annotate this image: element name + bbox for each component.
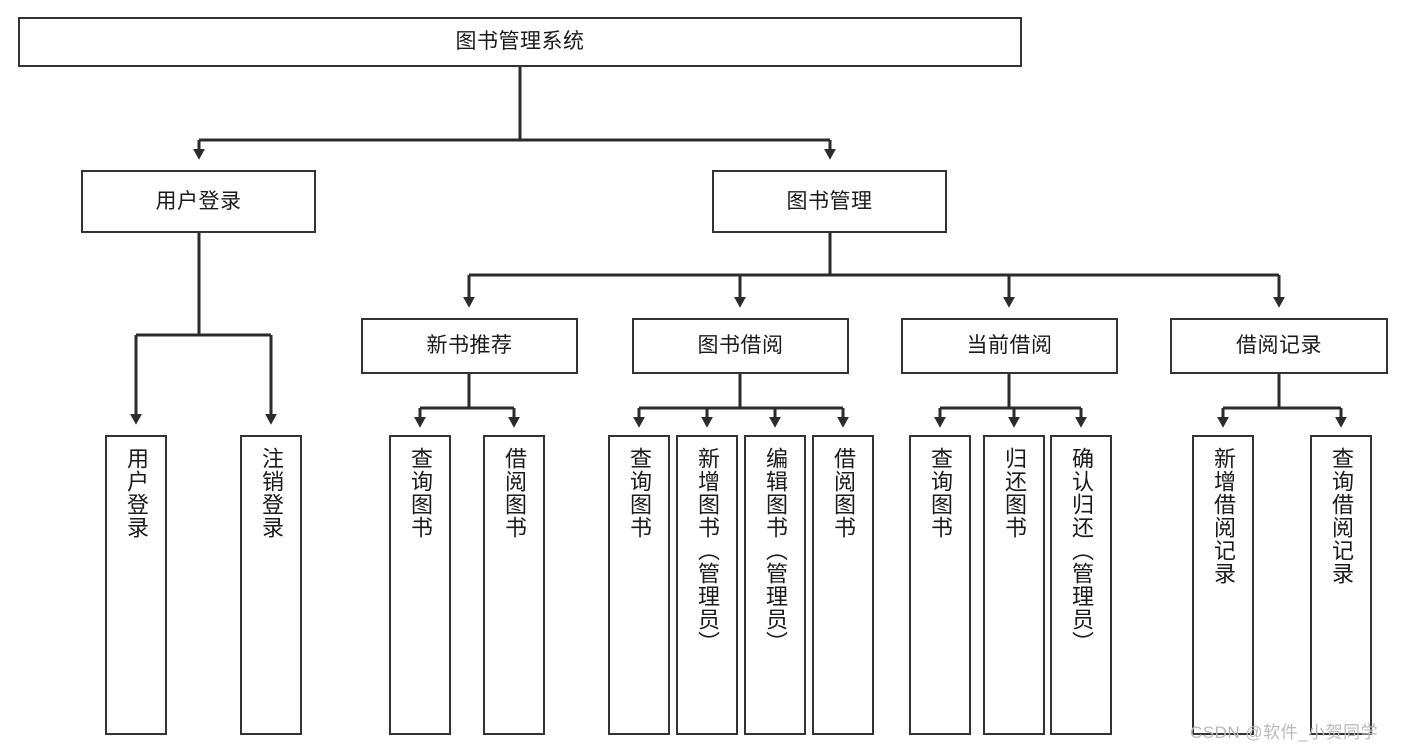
node-root[interactable]: 图书管理系统 (18, 17, 1022, 67)
node-leaf-return-book-label: 归还图书 (1001, 447, 1027, 539)
node-leaf-borrow-book[interactable]: 借阅图书 (812, 435, 874, 735)
node-book-management-label: 图书管理 (786, 189, 873, 213)
node-leaf-borrow-book-recommend[interactable]: 借阅图书 (483, 435, 545, 735)
node-leaf-edit-book[interactable]: 编辑图书（管理员） (744, 435, 806, 735)
node-leaf-user-login[interactable]: 用户登录 (105, 435, 167, 735)
node-leaf-logout-login[interactable]: 注销登录 (240, 435, 302, 735)
node-leaf-add-borrow-record[interactable]: 新增借阅记录 (1192, 435, 1254, 735)
node-new-book-recommend-label: 新书推荐 (426, 334, 513, 358)
node-leaf-query-book-recommend-label: 查询图书 (407, 447, 433, 539)
node-leaf-confirm-return[interactable]: 确认归还（管理员） (1050, 435, 1112, 735)
node-leaf-return-book[interactable]: 归还图书 (983, 435, 1045, 735)
node-leaf-add-book[interactable]: 新增图书（管理员） (676, 435, 738, 735)
node-leaf-logout-login-label: 注销登录 (258, 447, 284, 539)
node-book-management[interactable]: 图书管理 (712, 170, 947, 233)
node-book-borrow-label: 图书借阅 (697, 334, 784, 358)
node-leaf-query-book-borrow[interactable]: 查询图书 (608, 435, 670, 735)
node-leaf-borrow-book-label: 借阅图书 (830, 447, 856, 539)
watermark: CSDN @软件_小贺同学 (1190, 723, 1379, 742)
node-leaf-query-borrow-record[interactable]: 查询借阅记录 (1310, 435, 1372, 735)
node-leaf-query-book-recommend[interactable]: 查询图书 (389, 435, 451, 735)
node-borrow-record-label: 借阅记录 (1236, 334, 1322, 358)
node-current-borrow[interactable]: 当前借阅 (901, 318, 1118, 374)
node-user-login-label: 用户登录 (155, 189, 242, 213)
node-new-book-recommend[interactable]: 新书推荐 (361, 318, 578, 374)
node-user-login[interactable]: 用户登录 (81, 170, 316, 233)
node-root-label: 图书管理系统 (455, 30, 585, 54)
node-leaf-add-borrow-record-label: 新增借阅记录 (1210, 447, 1236, 585)
node-leaf-user-login-label: 用户登录 (123, 447, 149, 539)
node-book-borrow[interactable]: 图书借阅 (632, 318, 849, 374)
node-leaf-query-book-current-label: 查询图书 (927, 447, 953, 539)
node-leaf-edit-book-label: 编辑图书（管理员） (762, 447, 788, 654)
node-current-borrow-label: 当前借阅 (966, 334, 1053, 358)
node-leaf-query-book-borrow-label: 查询图书 (626, 447, 652, 539)
node-leaf-confirm-return-label: 确认归还（管理员） (1068, 447, 1094, 654)
node-leaf-query-borrow-record-label: 查询借阅记录 (1328, 447, 1354, 585)
node-borrow-record[interactable]: 借阅记录 (1170, 318, 1388, 374)
node-leaf-query-book-current[interactable]: 查询图书 (909, 435, 971, 735)
node-leaf-borrow-book-recommend-label: 借阅图书 (501, 447, 527, 539)
node-leaf-add-book-label: 新增图书（管理员） (694, 447, 720, 654)
